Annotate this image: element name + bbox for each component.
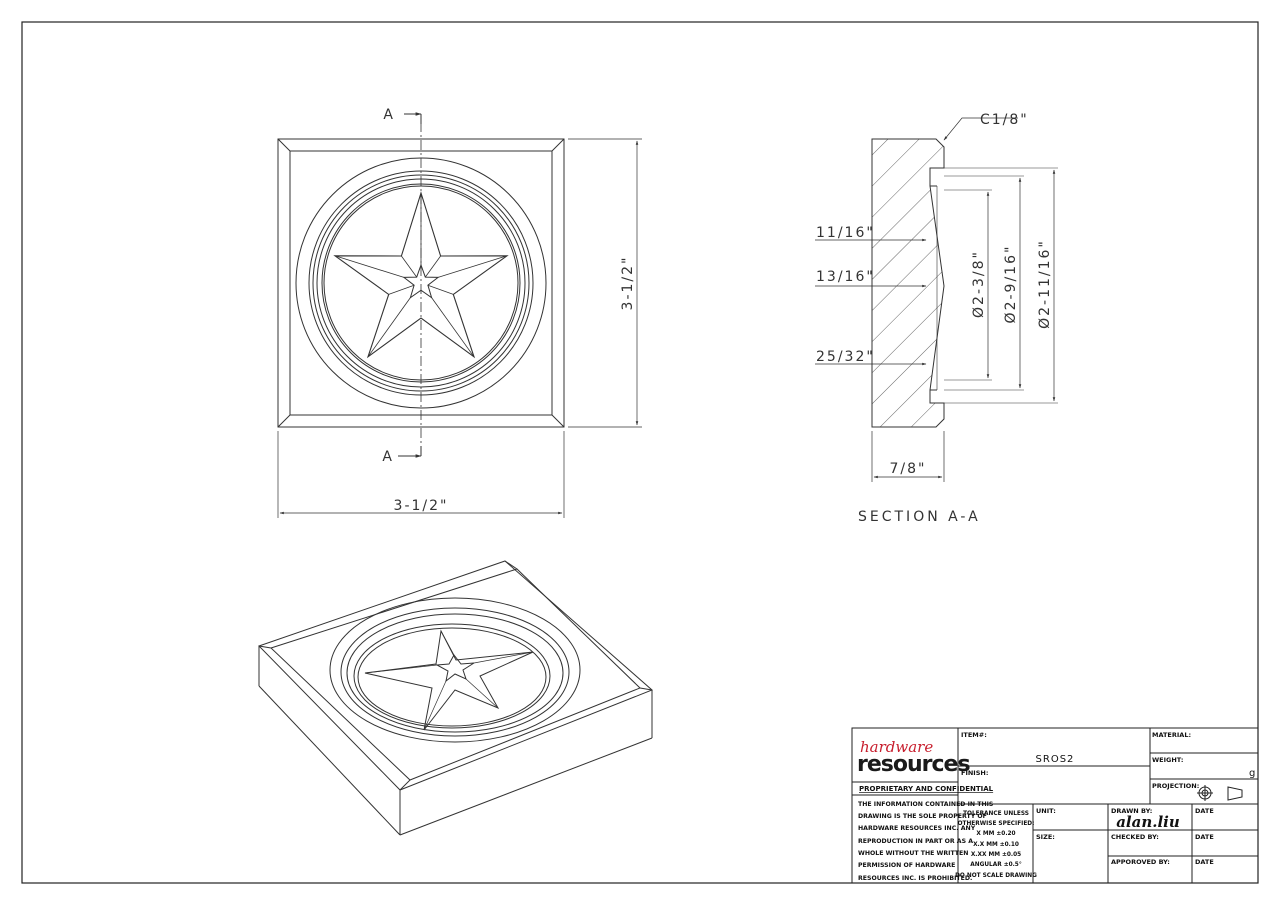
finish-label: FINISH: bbox=[961, 769, 988, 777]
star-outline bbox=[333, 191, 509, 359]
svg-text:X MM ±0.20: X MM ±0.20 bbox=[976, 831, 1015, 837]
svg-text:ANGULAR ±0.5°: ANGULAR ±0.5° bbox=[970, 862, 1022, 868]
section-view bbox=[815, 117, 1058, 482]
svg-text:THE INFORMATION CONTAINED IN T: THE INFORMATION CONTAINED IN THIS bbox=[858, 801, 993, 808]
approved-by-label: APPOROVED BY: bbox=[1111, 858, 1170, 866]
material-label: MATERIAL: bbox=[1152, 731, 1191, 739]
weight-label: WEIGHT: bbox=[1152, 756, 1183, 764]
projection-symbol-icon bbox=[1197, 785, 1243, 801]
logo-text-top: hardware bbox=[860, 738, 933, 756]
weight-unit: g bbox=[1249, 768, 1255, 779]
diameter-outer-dimension: Ø2-11/16" bbox=[1037, 239, 1053, 329]
svg-text:RESOURCES INC. IS PROHIBITED.: RESOURCES INC. IS PROHIBITED. bbox=[858, 875, 972, 882]
iso-star-outline bbox=[364, 629, 534, 731]
height-dimension: 3-1/2" bbox=[620, 256, 636, 311]
svg-text:DO NOT SCALE DRAWING: DO NOT SCALE DRAWING bbox=[955, 873, 1037, 879]
chamfer-dimension: C1/8" bbox=[980, 112, 1029, 128]
width-dimension: 3-1/2" bbox=[394, 498, 449, 514]
item-value: SROS2 bbox=[1036, 754, 1075, 765]
checked-by-label: CHECKED BY: bbox=[1111, 833, 1159, 841]
proprietary-notice: THE INFORMATION CONTAINED IN THIS DRAWIN… bbox=[858, 801, 993, 882]
svg-text:X.XX MM ±0.05: X.XX MM ±0.05 bbox=[971, 852, 1021, 858]
title-block bbox=[851, 727, 1259, 884]
diameter-mid-dimension: Ø2-9/16" bbox=[1003, 245, 1019, 324]
svg-text:DRAWING IS THE SOLE PROPERTY O: DRAWING IS THE SOLE PROPERTY OF bbox=[858, 813, 987, 820]
svg-text:REPRODUCTION IN PART OR AS A: REPRODUCTION IN PART OR AS A bbox=[858, 838, 973, 845]
section-hatched-body bbox=[871, 138, 945, 428]
date-label-checked: DATE bbox=[1195, 833, 1214, 841]
date-label-drawn: DATE bbox=[1195, 807, 1214, 815]
depth-25-32-dimension: 25/32" bbox=[816, 349, 875, 365]
svg-text:WHOLE WITHOUT THE WRITTEN: WHOLE WITHOUT THE WRITTEN bbox=[858, 850, 968, 857]
unit-label: UNIT: bbox=[1036, 807, 1056, 815]
drawn-by-signature: alan.liu bbox=[1116, 813, 1180, 831]
svg-text:PERMISSION OF HARDWARE: PERMISSION OF HARDWARE bbox=[858, 862, 955, 869]
date-label-approved: DATE bbox=[1195, 858, 1214, 866]
depth-11-16-dimension: 11/16" bbox=[816, 225, 875, 241]
sheet-border bbox=[21, 21, 1259, 884]
logo-text-bottom: resources bbox=[857, 752, 970, 777]
depth-13-16-dimension: 13/16" bbox=[816, 269, 875, 285]
item-label: ITEM#: bbox=[961, 731, 987, 739]
isometric-view bbox=[258, 560, 653, 836]
size-label: SIZE: bbox=[1036, 833, 1055, 841]
svg-text:HARDWARE RESOURCES INC. ANY: HARDWARE RESOURCES INC. ANY bbox=[858, 825, 976, 832]
section-title: SECTION A-A bbox=[858, 509, 981, 525]
drawn-by-label: DRAWN BY: bbox=[1111, 807, 1152, 815]
section-marker-bottom: A bbox=[382, 449, 394, 465]
diameter-inner-dimension: Ø2-3/8" bbox=[971, 250, 987, 318]
svg-text:X.X MM ±0.10: X.X MM ±0.10 bbox=[973, 842, 1019, 848]
projection-label: PROJECTION: bbox=[1152, 782, 1199, 790]
proprietary-heading: PROPRIETARY AND CONFIDENTIAL bbox=[859, 785, 994, 793]
tolerance-notes: TOLERANCE UNLESS OTHERWISE SPECIFIED: X … bbox=[955, 811, 1037, 879]
svg-text:TOLERANCE UNLESS: TOLERANCE UNLESS bbox=[963, 811, 1029, 817]
svg-text:OTHERWISE SPECIFIED:: OTHERWISE SPECIFIED: bbox=[958, 821, 1035, 827]
front-view bbox=[277, 112, 642, 518]
thickness-dimension: 7/8" bbox=[890, 461, 927, 477]
section-marker-top: A bbox=[383, 107, 395, 123]
